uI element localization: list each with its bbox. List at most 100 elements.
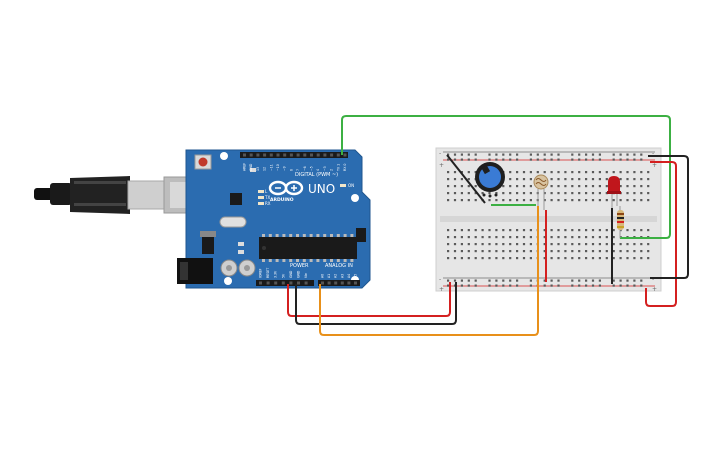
breadboard-hole[interactable] [467,236,470,239]
wire-orange-analog[interactable] [319,206,539,336]
breadboard-hole[interactable] [474,192,477,195]
breadboard-hole[interactable] [571,279,574,282]
breadboard-hole[interactable] [633,243,636,246]
breadboard-hole[interactable] [578,171,581,174]
breadboard-hole[interactable] [612,153,615,156]
breadboard-hole[interactable] [571,178,574,181]
breadboard-hole[interactable] [612,158,615,161]
breadboard-hole[interactable] [453,153,457,156]
breadboard-hole[interactable] [509,178,512,181]
breadboard-hole[interactable] [612,284,615,287]
breadboard-hole[interactable] [640,153,643,156]
breadboard-hole[interactable] [481,229,484,232]
breadboard-hole[interactable] [481,243,484,246]
breadboard-hole[interactable] [447,185,450,188]
breadboard-hole[interactable] [502,153,505,156]
power-header[interactable] [256,280,314,286]
breadboard-hole[interactable] [502,192,505,195]
digital-pin-hole[interactable] [249,153,253,157]
breadboard-hole[interactable] [626,153,629,156]
digital-pin-hole[interactable] [289,153,293,157]
breadboard-hole[interactable] [626,257,629,260]
breadboard-hole[interactable] [516,153,519,156]
breadboard-hole[interactable] [571,153,574,156]
breadboard-hole[interactable] [626,284,629,287]
breadboard-hole[interactable] [488,199,491,202]
breadboard-hole[interactable] [571,192,574,195]
breadboard-hole[interactable] [605,185,608,188]
breadboard-hole[interactable] [591,178,595,181]
breadboard-hole[interactable] [509,158,512,161]
usb-cable-icon[interactable] [34,176,195,214]
breadboard-hole[interactable] [460,229,463,232]
breadboard-hole[interactable] [509,243,512,246]
breadboard-hole[interactable] [640,199,643,202]
digital-pin-hole[interactable] [336,153,340,157]
breadboard-hole[interactable] [495,158,498,161]
breadboard-hole[interactable] [509,171,512,174]
breadboard-hole[interactable] [495,250,498,253]
breadboard-hole[interactable] [522,185,526,188]
breadboard-hole[interactable] [460,185,463,188]
breadboard-hole[interactable] [460,153,463,156]
breadboard-hole[interactable] [633,229,636,232]
breadboard-hole[interactable] [612,279,615,282]
breadboard-hole[interactable] [453,158,457,161]
breadboard-hole[interactable] [543,279,546,282]
breadboard-hole[interactable] [612,199,615,202]
breadboard-hole[interactable] [529,171,532,174]
breadboard-hole[interactable] [571,250,574,253]
breadboard-hole[interactable] [543,229,546,232]
breadboard-hole[interactable] [557,250,560,253]
breadboard-hole[interactable] [550,236,553,239]
breadboard-hole[interactable] [598,257,601,260]
breadboard-hole[interactable] [550,171,553,174]
breadboard-hole[interactable] [522,192,526,195]
breadboard-hole[interactable] [598,185,601,188]
breadboard-hole[interactable] [529,243,532,246]
breadboard-hole[interactable] [647,257,650,260]
breadboard-hole[interactable] [578,257,581,260]
breadboard-hole[interactable] [543,199,546,202]
breadboard-hole[interactable] [447,229,450,232]
breadboard-hole[interactable] [502,158,505,161]
breadboard-hole[interactable] [578,243,581,246]
breadboard-hole[interactable] [598,171,601,174]
breadboard-hole[interactable] [460,250,463,253]
digital-pin-hole[interactable] [283,153,287,157]
breadboard-hole[interactable] [626,178,629,181]
breadboard-hole[interactable] [619,153,622,156]
digital-header[interactable] [240,152,348,158]
breadboard-hole[interactable] [564,243,567,246]
breadboard-hole[interactable] [467,279,470,282]
breadboard-hole[interactable] [529,199,532,202]
breadboard-hole[interactable] [571,236,574,239]
breadboard-hole[interactable] [453,236,457,239]
breadboard-hole[interactable] [453,243,457,246]
breadboard-hole[interactable] [488,192,491,195]
breadboard-hole[interactable] [564,257,567,260]
breadboard-hole[interactable] [598,192,601,195]
breadboard-hole[interactable] [557,236,560,239]
breadboard-hole[interactable] [612,229,615,232]
breadboard-hole[interactable] [502,279,505,282]
breadboard-hole[interactable] [640,250,643,253]
breadboard-hole[interactable] [626,192,629,195]
breadboard-hole[interactable] [564,171,567,174]
breadboard-hole[interactable] [516,229,519,232]
breadboard-hole[interactable] [598,199,601,202]
breadboard-hole[interactable] [619,284,622,287]
breadboard-hole[interactable] [633,284,636,287]
breadboard-hole[interactable] [626,250,629,253]
breadboard-hole[interactable] [612,243,615,246]
breadboard-hole[interactable] [474,243,477,246]
breadboard-hole[interactable] [550,257,553,260]
breadboard-hole[interactable] [447,192,450,195]
breadboard-hole[interactable] [495,199,498,202]
digital-pin-hole[interactable] [316,153,320,157]
breadboard-hole[interactable] [516,250,519,253]
digital-pin-hole[interactable] [310,153,313,157]
breadboard-hole[interactable] [529,153,532,156]
breadboard-hole[interactable] [591,243,595,246]
breadboard-hole[interactable] [529,284,532,287]
